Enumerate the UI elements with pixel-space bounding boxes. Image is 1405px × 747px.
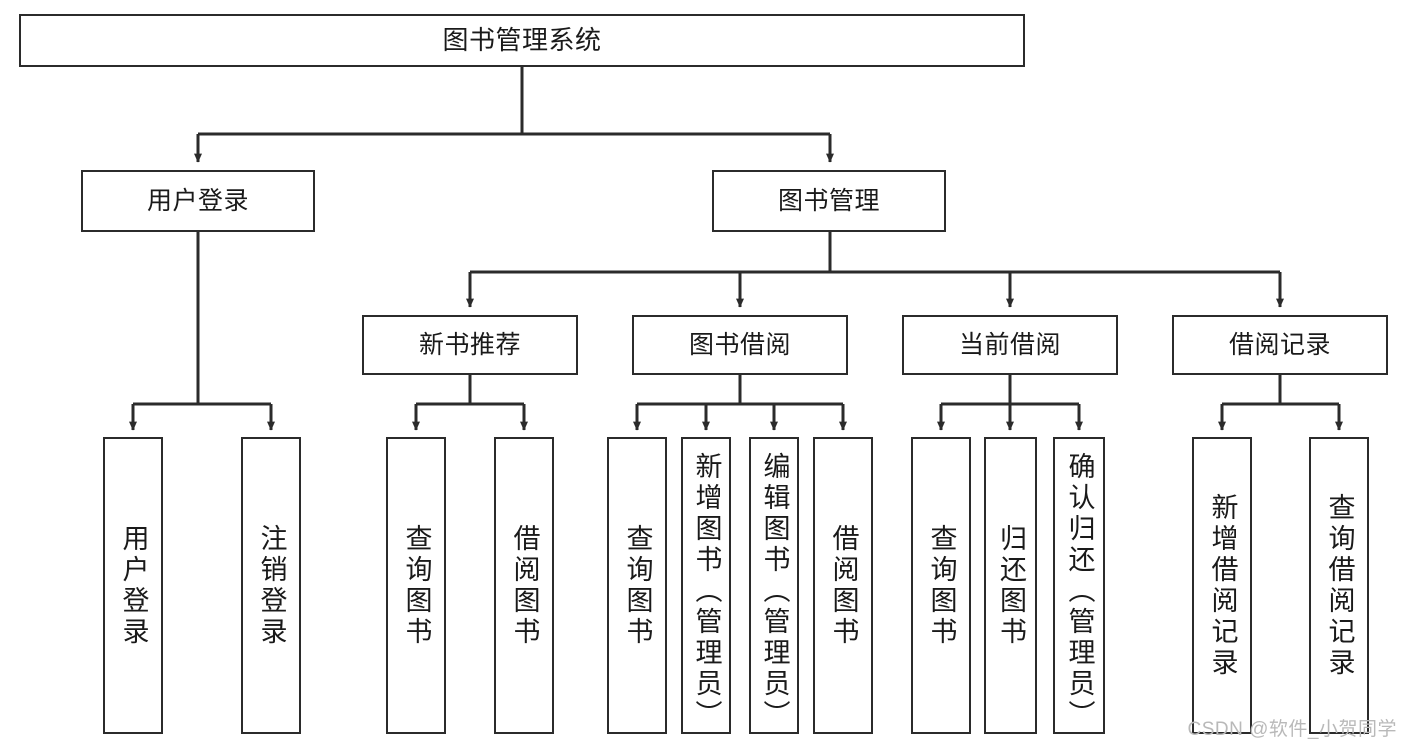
node-label: 当前借阅	[958, 331, 1061, 359]
node-label: 用户登录	[146, 187, 249, 215]
node-leaf-return-book[interactable]: 归还图书	[984, 437, 1037, 734]
node-leaf-logout-login[interactable]: 注销登录	[241, 437, 301, 734]
node-label: 归还图书	[996, 523, 1026, 648]
node-book-manage[interactable]: 图书管理	[712, 170, 946, 232]
node-leaf-user-login[interactable]: 用户登录	[103, 437, 163, 734]
node-leaf-query-book-3[interactable]: 查询图书	[911, 437, 971, 734]
node-leaf-borrow-book-2[interactable]: 借阅图书	[813, 437, 873, 734]
node-root-book-management-system[interactable]: 图书管理系统	[19, 14, 1025, 67]
node-leaf-query-book-2[interactable]: 查询图书	[607, 437, 667, 734]
node-label: 用户登录	[118, 523, 149, 648]
node-label: 确认归还（管理员）	[1064, 452, 1095, 731]
node-label: 新增借阅记录	[1207, 492, 1238, 679]
node-label: 注销登录	[256, 523, 287, 648]
node-leaf-add-record[interactable]: 新增借阅记录	[1192, 437, 1252, 734]
node-label: 借阅记录	[1228, 331, 1331, 359]
node-label: 新增图书（管理员）	[691, 452, 722, 731]
node-leaf-add-book[interactable]: 新增图书（管理员）	[681, 437, 731, 734]
node-leaf-query-book-1[interactable]: 查询图书	[386, 437, 446, 734]
node-label: 查询图书	[926, 523, 957, 648]
node-label: 借阅图书	[509, 523, 540, 648]
node-new-book-recommend[interactable]: 新书推荐	[362, 315, 578, 375]
csdn-watermark: CSDN @软件_小贺同学	[1187, 719, 1397, 740]
node-book-borrow[interactable]: 图书借阅	[632, 315, 848, 375]
node-label: 图书借阅	[688, 331, 791, 359]
node-label: 新书推荐	[418, 331, 521, 359]
node-leaf-confirm-return[interactable]: 确认归还（管理员）	[1053, 437, 1105, 734]
node-label: 图书管理	[777, 187, 880, 215]
node-leaf-borrow-book-1[interactable]: 借阅图书	[494, 437, 554, 734]
node-label: 查询借阅记录	[1324, 492, 1355, 679]
node-user-login[interactable]: 用户登录	[81, 170, 315, 232]
node-label: 查询图书	[622, 523, 653, 648]
node-current-borrow[interactable]: 当前借阅	[902, 315, 1118, 375]
node-label: 查询图书	[401, 523, 432, 648]
node-leaf-edit-book[interactable]: 编辑图书（管理员）	[749, 437, 799, 734]
node-leaf-query-record[interactable]: 查询借阅记录	[1309, 437, 1369, 734]
node-label: 图书管理系统	[442, 24, 602, 55]
node-label: 编辑图书（管理员）	[759, 452, 790, 731]
node-label: 借阅图书	[828, 523, 859, 648]
node-borrow-record[interactable]: 借阅记录	[1172, 315, 1388, 375]
